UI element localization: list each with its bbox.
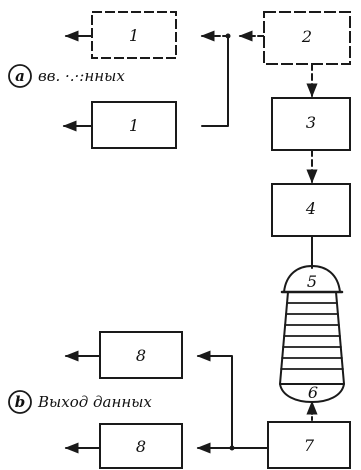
block-label: 3: [306, 113, 316, 132]
caption-marker-circle: [8, 390, 32, 414]
caption-input-text: вв. ·.·:нных: [38, 67, 125, 85]
caption-marker-circle: [8, 64, 32, 88]
caption-input: a вв. ·.·:нных: [8, 64, 125, 88]
tube-body: [279, 291, 345, 385]
caption-input-marker: a: [15, 67, 25, 85]
input-buffer-bottom: 1: [91, 101, 177, 149]
block-2: 2: [263, 11, 351, 65]
line-junction-to-1-bottom: [201, 35, 229, 127]
block-label: 7: [304, 436, 315, 455]
tube-top-label: 5: [307, 272, 317, 291]
block-label: 4: [305, 199, 316, 218]
block-4: 4: [271, 183, 351, 237]
arrow-junction-to-8-top: [196, 350, 233, 449]
block-label: 2: [301, 27, 312, 46]
block-label: 1: [129, 26, 139, 45]
input-buffer-top: 1: [91, 11, 177, 59]
block-7: 7: [267, 421, 351, 469]
storage-tube: 5 6: [279, 265, 345, 403]
block-label: 1: [129, 116, 139, 135]
block-label: 8: [136, 437, 146, 456]
connection-lines: [62, 30, 318, 454]
caption-output-text: Выход данных: [37, 393, 152, 411]
tube-bowl-bottom: [279, 383, 345, 403]
caption-output-marker: b: [15, 393, 26, 411]
output-buffer-bottom: 8: [99, 423, 183, 469]
tube-dome-top: [283, 265, 341, 293]
tube-bottom-label: 6: [308, 383, 318, 402]
output-buffer-top: 8: [99, 331, 183, 379]
block-3: 3: [271, 97, 351, 151]
caption-output: b Выход данных: [8, 390, 152, 414]
block-label: 8: [136, 346, 146, 365]
